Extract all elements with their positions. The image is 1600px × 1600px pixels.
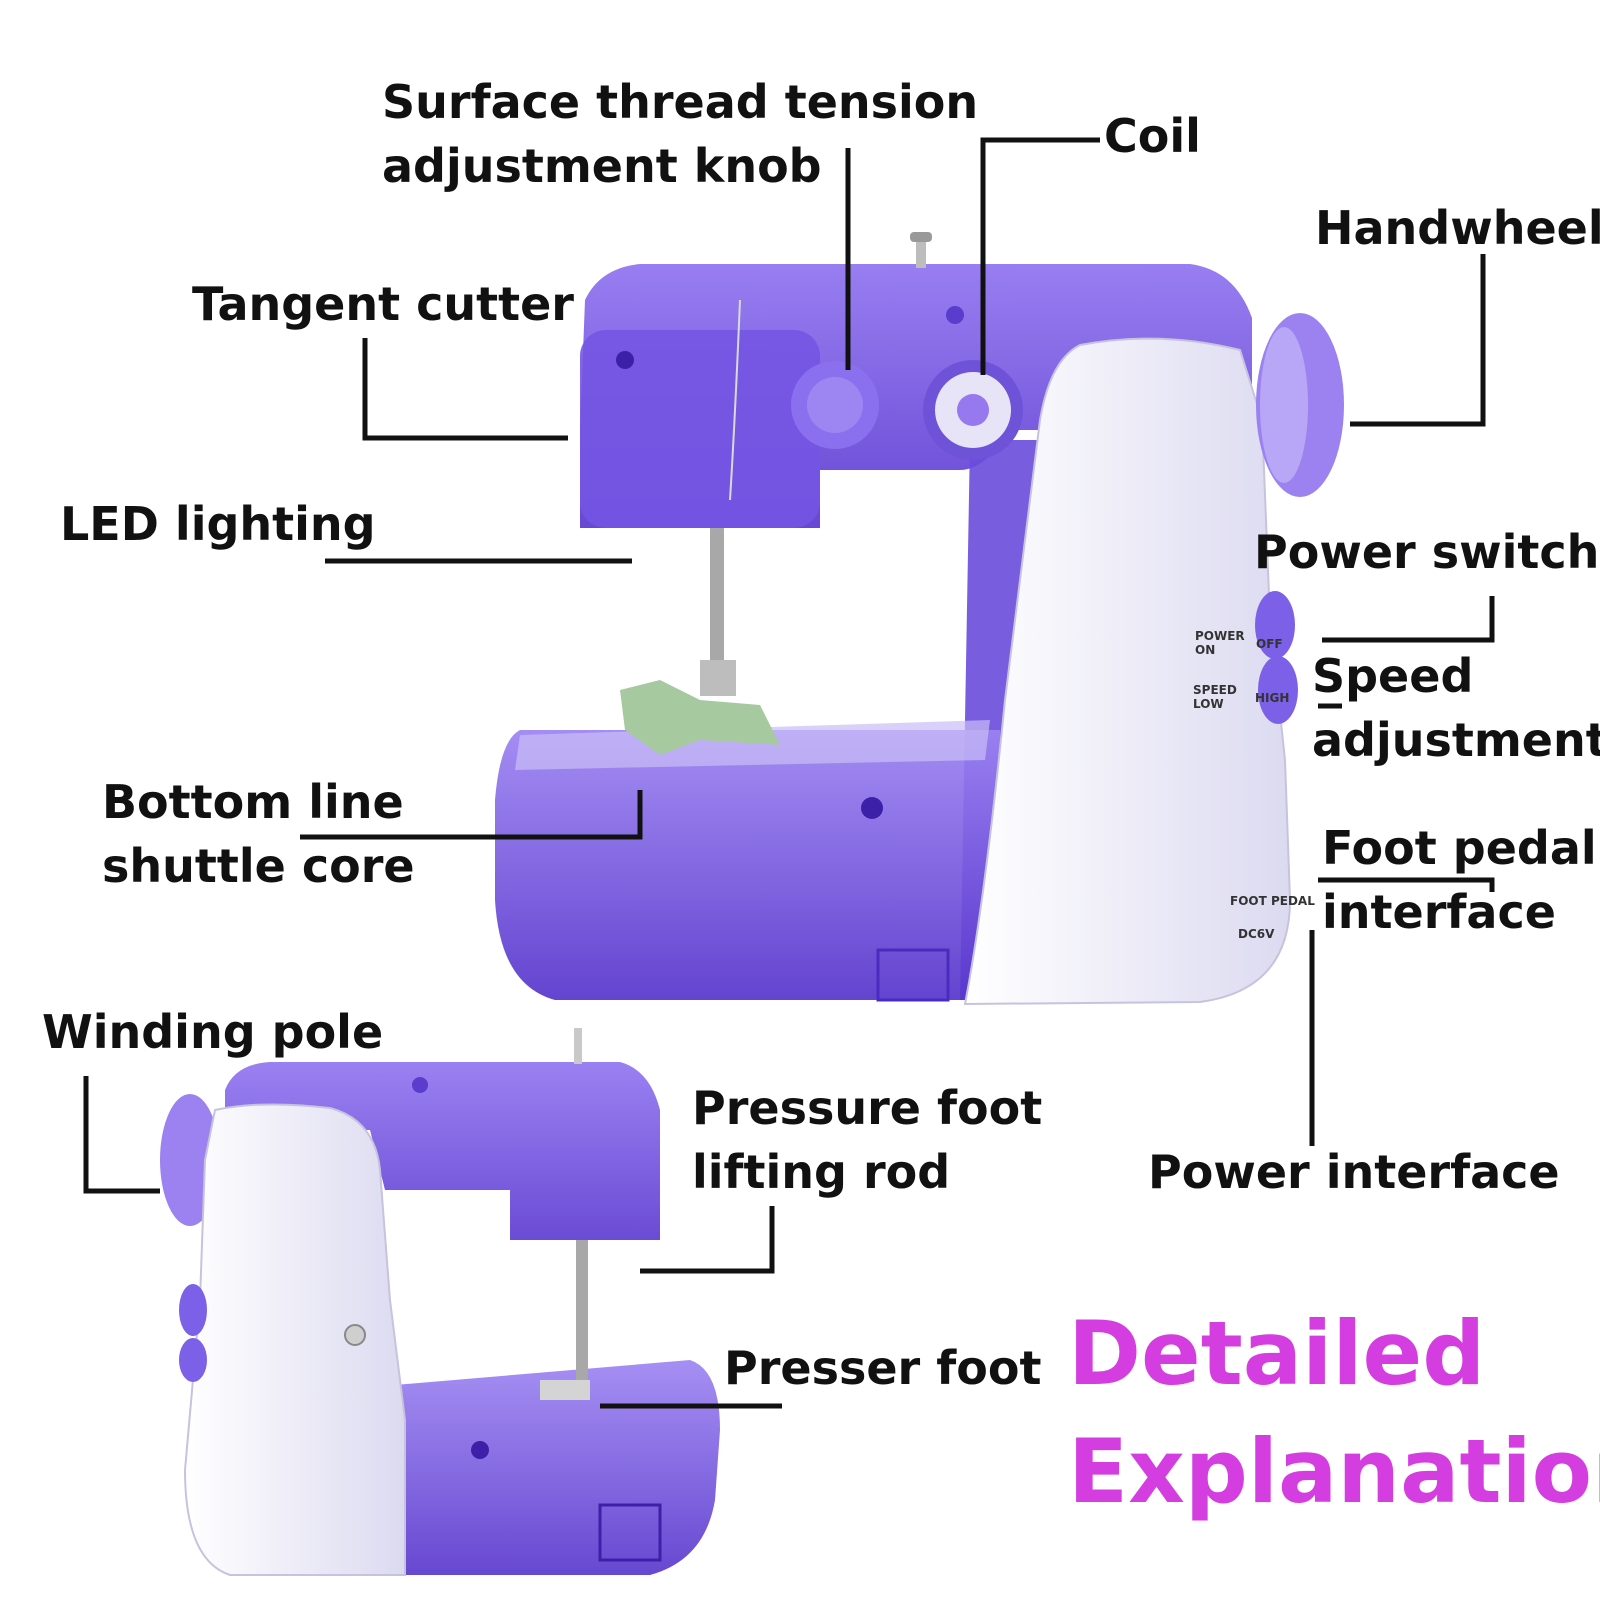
label-foot-pedal-line2: interface: [1322, 885, 1556, 939]
panel-off-text: OFF: [1256, 637, 1283, 651]
label-coil: Coil: [1104, 109, 1201, 163]
panel-power-text: POWER: [1195, 629, 1245, 643]
heading-line1: Detailed: [1068, 1302, 1486, 1405]
label-power-interface: Power interface: [1148, 1145, 1560, 1199]
label-tangent-cutter: Tangent cutter: [192, 277, 574, 331]
label-foot-pedal-line1: Foot pedal: [1322, 821, 1597, 875]
label-surface-tension-line1: Surface thread tension: [382, 75, 979, 129]
heading-line2: Explanation: [1068, 1420, 1600, 1523]
label-speed-adjustment-line1: Speed: [1312, 649, 1474, 703]
label-bottom-line-line1: Bottom line: [102, 775, 404, 829]
label-handwheel: Handwheel: [1315, 201, 1600, 255]
label-presser-foot: Presser foot: [724, 1341, 1042, 1395]
label-power-switch: Power switch: [1254, 525, 1600, 579]
machine-front-view: POWER ON OFF SPEED LOW HIGH FOOT PEDAL D…: [495, 232, 1344, 1006]
label-bottom-line-line2: shuttle core: [102, 839, 415, 893]
label-pressure-rod-line1: Pressure foot: [692, 1081, 1043, 1135]
label-surface-tension-line2: adjustment knob: [382, 139, 822, 193]
panel-low-text: LOW: [1193, 697, 1224, 711]
panel-high-text: HIGH: [1255, 691, 1289, 705]
leader-pressure-rod: [640, 1206, 775, 1274]
label-led-lighting: LED lighting: [60, 497, 376, 551]
leader-lines: [83, 137, 1495, 1409]
panel-on-text: ON: [1195, 643, 1215, 657]
leader-coil: [980, 137, 1100, 375]
panel-dc-text: DC6V: [1238, 927, 1275, 941]
label-winding-pole: Winding pole: [42, 1005, 384, 1059]
machine-back-view: [160, 1028, 720, 1576]
panel-speed-text: SPEED: [1193, 683, 1237, 697]
panel-foot-pedal-text: FOOT PEDAL: [1230, 894, 1315, 908]
leader-tangent-cutter: [362, 338, 568, 441]
leader-bottom-line: [300, 790, 643, 840]
label-speed-adjustment-line2: adjustment: [1312, 713, 1600, 767]
leader-foot-pedal: [1318, 877, 1495, 892]
leader-handwheel: [1350, 254, 1486, 427]
leader-winding-pole: [83, 1076, 160, 1194]
label-pressure-rod-line2: lifting rod: [692, 1145, 951, 1199]
leader-power-switch: [1322, 596, 1495, 643]
